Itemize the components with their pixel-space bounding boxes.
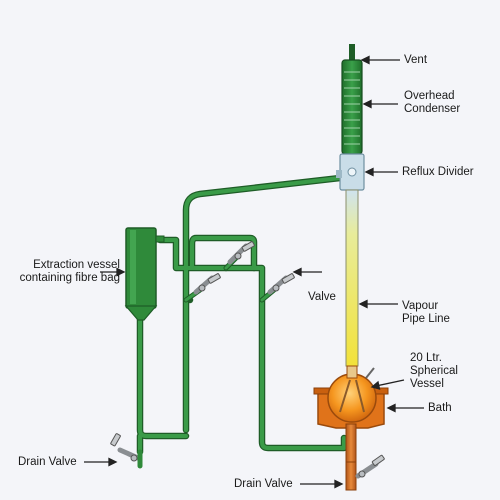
label-vent: Vent bbox=[404, 54, 428, 66]
valve-middle-left[interactable] bbox=[193, 273, 221, 295]
label-vapour-pipe-line: Vapour Pipe Line bbox=[402, 300, 450, 325]
valve-upper[interactable] bbox=[227, 241, 255, 265]
label-drain-valve-left: Drain Valve bbox=[18, 456, 77, 468]
arrow-condenser bbox=[362, 99, 398, 109]
label-overhead-condenser: Overhead Condenser bbox=[404, 90, 461, 115]
arrow-vent bbox=[360, 55, 400, 65]
reflux-divider bbox=[336, 153, 365, 191]
bottom-drain-pipe bbox=[345, 423, 357, 491]
label-extraction-vessel: Extraction vessel containing fibre bag bbox=[19, 259, 120, 284]
overhead-condenser bbox=[341, 59, 363, 155]
drain-valve-left[interactable] bbox=[110, 433, 143, 469]
arrow-drain-left bbox=[84, 457, 118, 467]
label-spherical-vessel: 20 Ltr. Spherical Vessel bbox=[410, 352, 458, 390]
arrow-spherical-vessel bbox=[370, 379, 405, 390]
drain-valve-bottom[interactable] bbox=[355, 454, 385, 479]
arrow-valve bbox=[292, 267, 322, 277]
arrow-vapour-pipe bbox=[358, 299, 398, 309]
extraction-vessel bbox=[124, 227, 165, 321]
vapour-pipe-line bbox=[345, 189, 359, 367]
arrow-reflux-divider bbox=[364, 167, 398, 177]
valve-middle-right[interactable] bbox=[267, 273, 295, 295]
spherical-vessel bbox=[327, 365, 377, 423]
arrow-bath bbox=[386, 403, 424, 413]
label-reflux-divider: Reflux Divider bbox=[402, 166, 474, 178]
arrow-drain-bottom bbox=[300, 479, 344, 489]
arrow-extraction-vessel bbox=[100, 267, 126, 277]
label-valve: Valve bbox=[308, 291, 336, 303]
label-bath: Bath bbox=[428, 402, 452, 414]
pipe-network bbox=[136, 174, 348, 456]
vent-tip bbox=[349, 44, 355, 60]
label-arrows bbox=[84, 55, 424, 489]
label-drain-valve-bottom: Drain Valve bbox=[234, 478, 293, 490]
